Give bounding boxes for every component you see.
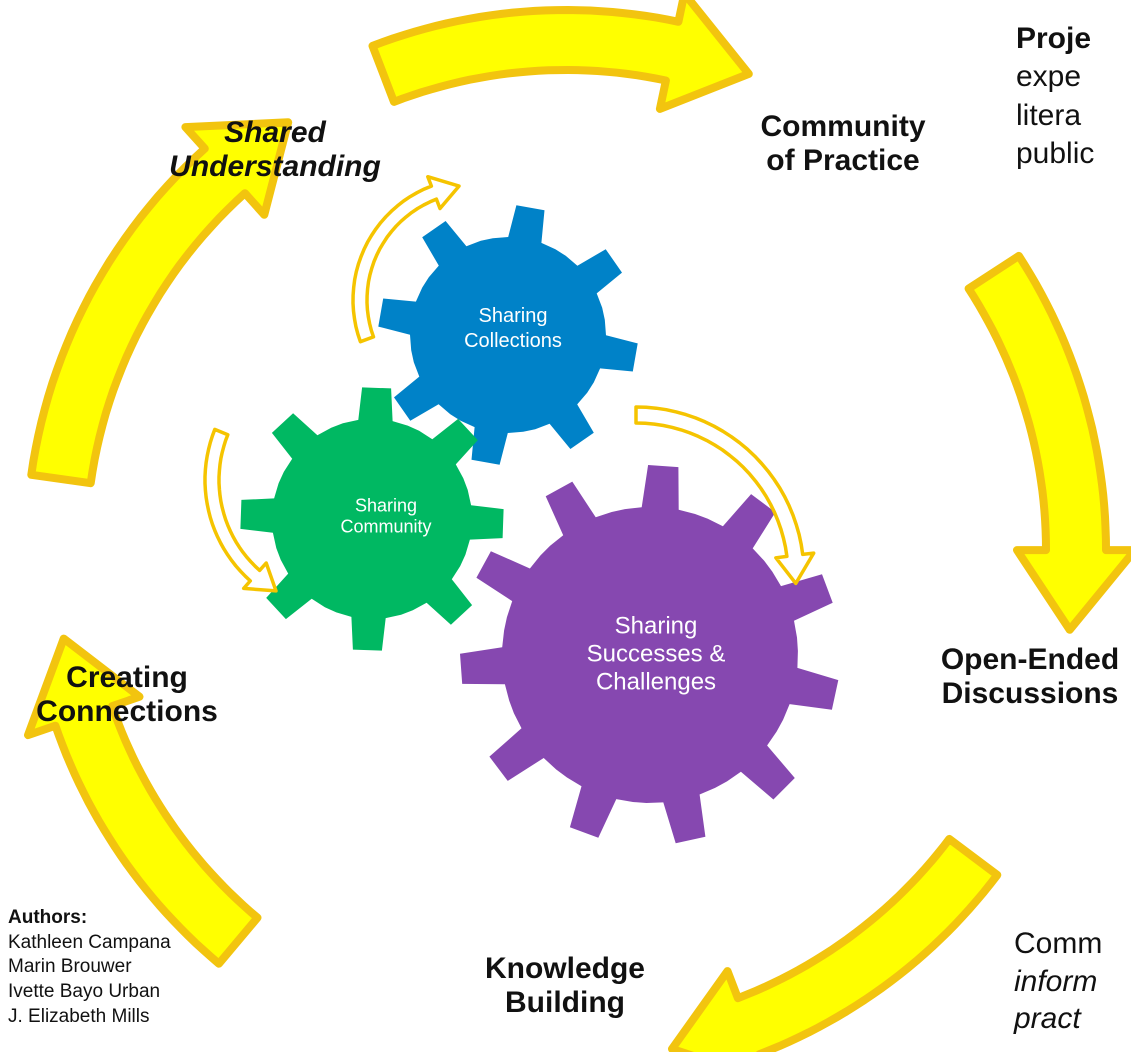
gear-successes-label: Successes & bbox=[587, 640, 726, 667]
cycle-arrows bbox=[24, 0, 1131, 1052]
gear-collections-label: Collections bbox=[464, 330, 562, 352]
gear-community bbox=[240, 387, 504, 651]
author-name: Kathleen Campana bbox=[8, 931, 171, 953]
inner-arrow-right bbox=[634, 405, 816, 586]
inner-arrows bbox=[203, 174, 816, 593]
gear-collections-label: Sharing bbox=[479, 305, 548, 327]
authors-block: Authors: Kathleen Campana Marin Brouwer … bbox=[8, 906, 171, 1029]
project-line: litera bbox=[1016, 98, 1082, 132]
project-lead: Proje bbox=[1016, 22, 1092, 55]
arrow-left bbox=[27, 118, 293, 488]
community-note-line: Comm bbox=[1014, 927, 1103, 960]
project-line: expe bbox=[1016, 60, 1082, 94]
community-note-line: inform bbox=[1014, 964, 1098, 998]
arrow-bottom-left bbox=[24, 634, 262, 968]
gear-community-label: Community bbox=[340, 516, 431, 536]
community-note: Comm inform pract bbox=[1014, 925, 1102, 1038]
gear-community-label: Sharing bbox=[355, 495, 417, 515]
project-description: Proje expe litera public bbox=[1016, 20, 1094, 174]
inner-arrow-left bbox=[203, 427, 278, 593]
project-line: public bbox=[1016, 137, 1095, 171]
author-name: J. Elizabeth Mills bbox=[8, 1005, 150, 1027]
arrow-bottom-right bbox=[668, 834, 1002, 1052]
gears-group bbox=[240, 205, 839, 844]
authors-heading: Authors: bbox=[8, 907, 88, 928]
gear-successes bbox=[460, 465, 839, 844]
gear-successes-label: Sharing bbox=[615, 612, 698, 639]
community-note-line: pract bbox=[1014, 1002, 1081, 1035]
gear-labels: SharingCollectionsSharingCommunitySharin… bbox=[340, 305, 725, 696]
arrow-top bbox=[368, 0, 753, 113]
gear-successes-label: Challenges bbox=[596, 668, 716, 695]
arrow-right bbox=[964, 251, 1131, 634]
author-name: Ivette Bayo Urban bbox=[8, 981, 161, 1003]
inner-arrow-top bbox=[351, 174, 461, 344]
author-name: Marin Brouwer bbox=[8, 956, 132, 978]
gear-collections bbox=[378, 205, 638, 465]
